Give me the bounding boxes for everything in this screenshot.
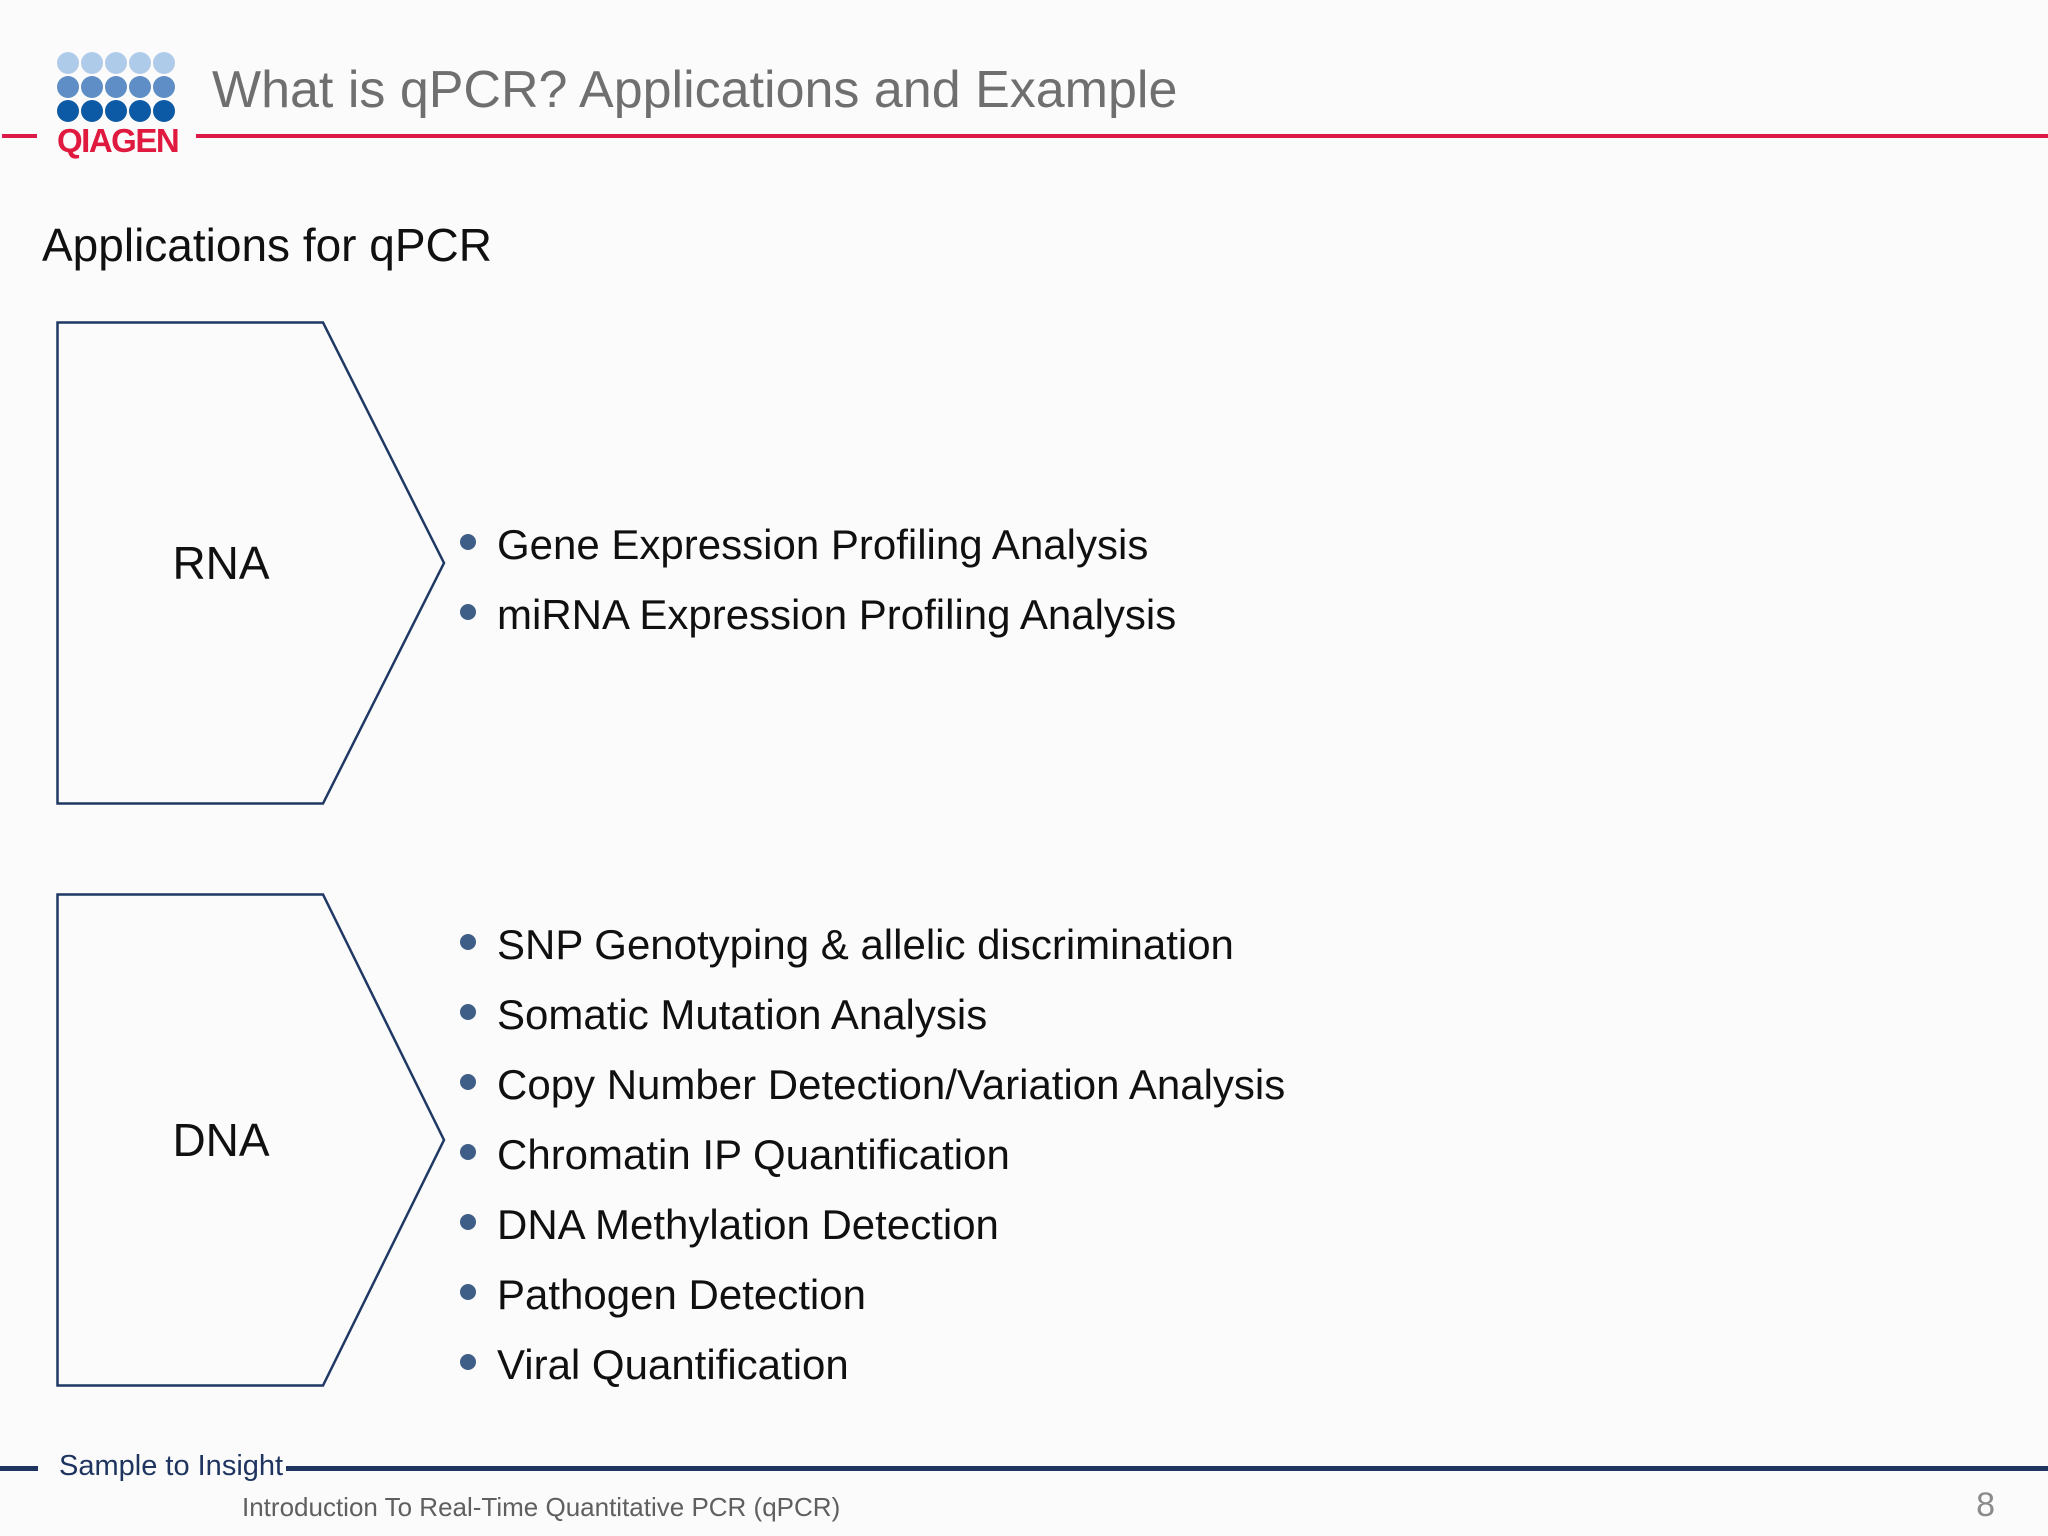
bullet-item: Gene Expression Profiling Analysis <box>460 510 1176 580</box>
logo-dot <box>129 76 151 98</box>
logo-dot <box>57 52 79 74</box>
logo-dot <box>57 76 79 98</box>
slide-title: What is qPCR? Applications and Example <box>212 61 1178 119</box>
bullet-dot-icon <box>460 1284 476 1300</box>
rna-shape-label: RNA <box>172 537 270 589</box>
rna-bullet-list: Gene Expression Profiling Analysis miRNA … <box>460 510 1176 650</box>
bullet-dot-icon <box>460 534 476 550</box>
logo-dot <box>153 100 175 122</box>
dna-shape: DNA <box>56 893 446 1387</box>
bullet-text: Pathogen Detection <box>497 1271 866 1318</box>
bullet-text: Copy Number Detection/Variation Analysis <box>497 1061 1286 1108</box>
footer-tagline: Sample to Insight <box>59 1450 284 1482</box>
logo-dot <box>129 100 151 122</box>
page-number: 8 <box>1976 1486 1995 1524</box>
bullet-item: SNP Genotyping & allelic discrimination <box>460 910 1285 980</box>
logo-dot <box>129 52 151 74</box>
bullet-item: Viral Quantification <box>460 1330 1285 1400</box>
bullet-text: SNP Genotyping & allelic discrimination <box>497 921 1234 968</box>
logo-dot <box>81 76 103 98</box>
bullet-text: DNA Methylation Detection <box>497 1201 999 1248</box>
bullet-dot-icon <box>460 1074 476 1090</box>
footer-line-right <box>286 1466 2048 1471</box>
accent-line-left <box>2 134 37 138</box>
bullet-dot-icon <box>460 1144 476 1160</box>
rna-shape: RNA <box>56 321 446 805</box>
bullet-dot-icon <box>460 1214 476 1230</box>
logo-dot <box>105 76 127 98</box>
bullet-item: Copy Number Detection/Variation Analysis <box>460 1050 1285 1120</box>
footer-line-left <box>0 1466 38 1471</box>
qiagen-wordmark: QIAGEN <box>57 122 180 159</box>
bullet-text: miRNA Expression Profiling Analysis <box>497 591 1177 638</box>
bullet-dot-icon <box>460 604 476 620</box>
dna-shape-label: DNA <box>172 1114 270 1166</box>
bullet-item: miRNA Expression Profiling Analysis <box>460 580 1176 650</box>
bullet-text: Somatic Mutation Analysis <box>497 991 988 1038</box>
bullet-dot-icon <box>460 1004 476 1020</box>
logo-dot <box>81 100 103 122</box>
logo-dot <box>153 52 175 74</box>
footer-doc-title: Introduction To Real-Time Quantitative P… <box>242 1492 841 1522</box>
qiagen-logo: QIAGEN <box>57 52 180 159</box>
dna-arrow-outline-icon <box>56 893 446 1387</box>
bullet-text: Gene Expression Profiling Analysis <box>497 521 1149 568</box>
bullet-item: DNA Methylation Detection <box>460 1190 1285 1260</box>
slide-heading: Applications for qPCR <box>42 219 492 271</box>
bullet-item: Pathogen Detection <box>460 1260 1285 1330</box>
accent-line-right <box>196 134 2048 138</box>
bullet-item: Chromatin IP Quantification <box>460 1120 1285 1190</box>
rna-arrow-outline-icon <box>56 321 446 805</box>
logo-dot <box>105 100 127 122</box>
logo-dot <box>105 52 127 74</box>
logo-dot <box>81 52 103 74</box>
logo-dot <box>57 100 79 122</box>
bullet-text: Chromatin IP Quantification <box>497 1131 1010 1178</box>
qiagen-logo-dots <box>57 52 178 122</box>
bullet-item: Somatic Mutation Analysis <box>460 980 1285 1050</box>
bullet-dot-icon <box>460 1354 476 1370</box>
bullet-text: Viral Quantification <box>497 1341 849 1388</box>
logo-dot <box>153 76 175 98</box>
bullet-dot-icon <box>460 934 476 950</box>
